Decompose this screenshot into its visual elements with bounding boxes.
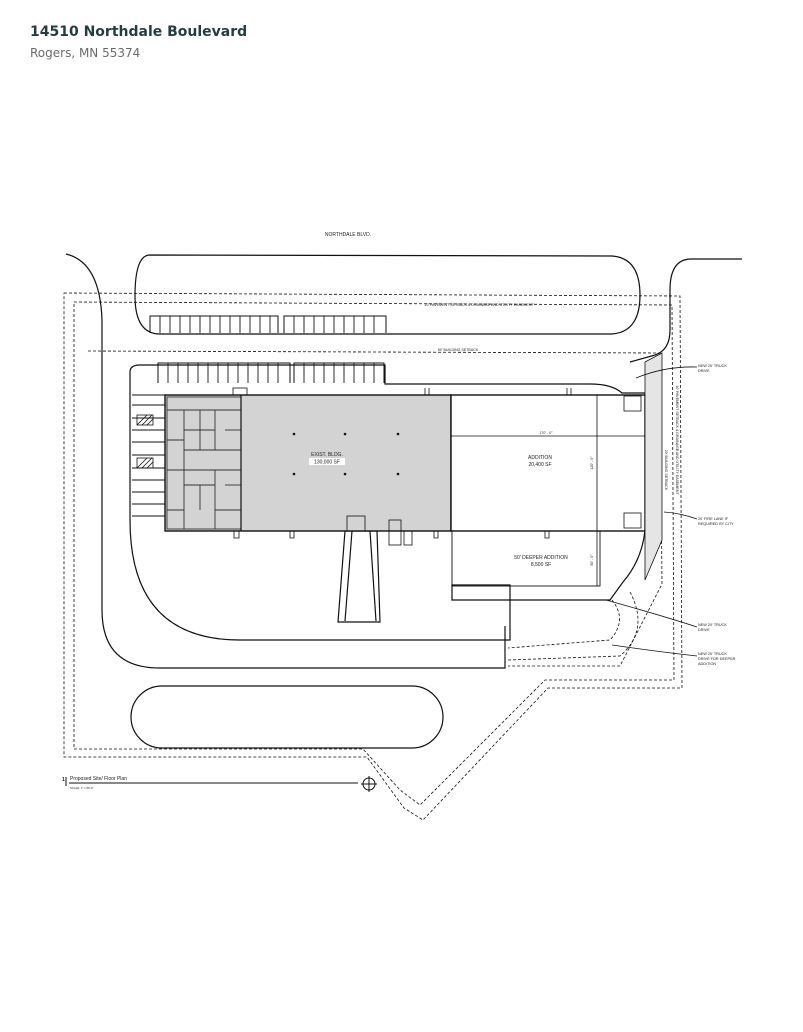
road-curve-left	[65, 253, 506, 669]
callout-fire-lane-2: REQUIRED BY CITY	[698, 522, 734, 526]
accessible-stalls	[136, 414, 154, 469]
title-block	[65, 776, 377, 792]
callout-truck-drive-top: NEW 20' TRUCK	[698, 364, 727, 368]
north-parking-island	[134, 254, 641, 335]
callout-truck-drive-mid-2: DRIVE	[698, 628, 710, 632]
title-block-scale: SCALE: 1" = 80'-0"	[70, 786, 94, 790]
addition-area: 20,400 SF	[528, 462, 551, 468]
dimension-lines	[451, 395, 645, 586]
callout-fire-lane: 20' FIRE LANE IF	[698, 517, 729, 521]
callout-leaders	[605, 366, 698, 657]
addition-label: ADDITION	[528, 455, 552, 461]
dimension-width: 170' - 0"	[539, 431, 553, 435]
easement-line-inner	[73, 301, 675, 806]
easement-label: 10' PAVEMENT SETBACK & DRAINAGE AND UTIL…	[424, 303, 534, 307]
fire-lane	[644, 352, 663, 581]
deeper-addition	[451, 530, 601, 587]
callout-truck-drive-top-2: DRIVE	[698, 369, 710, 373]
existing-bldg-area: 130,000 SF	[314, 460, 340, 466]
dimension-depth: 120' - 0"	[590, 456, 594, 470]
side-setback-label: 20' BUILDING SETBACK	[664, 450, 668, 491]
column-dots	[292, 432, 400, 476]
callout-truck-drive-deeper: NEW 20' TRUCK	[698, 652, 727, 656]
existing-building	[164, 394, 452, 532]
south-parking-island	[130, 685, 444, 749]
addition-building	[450, 394, 646, 532]
street-label: NORTHDALE BLVD.	[325, 232, 371, 238]
road-curve-right	[629, 258, 742, 363]
existing-bldg-label: EXIST. BLDG.	[311, 452, 343, 458]
callout-truck-drive-deeper-3: ADDITION	[698, 662, 716, 666]
building-setback-label: 50' BUILDING SETBACK	[438, 348, 479, 352]
parking-stalls-north	[149, 315, 387, 383]
truck-drive-dashed	[507, 591, 639, 661]
building-setback-line	[87, 350, 663, 667]
dimension-deeper: 50' - 0"	[590, 554, 594, 566]
deeper-addition-area: 8,500 SF	[531, 562, 551, 568]
callout-truck-drive-mid: NEW 20' TRUCK	[698, 623, 727, 627]
page-subtitle: Rogers, MN 55374	[30, 46, 141, 60]
side-easement-label: 10' PAVEMENT SETBACK & DRAINAGE AND UTIL…	[675, 385, 679, 495]
easement-line-outer	[63, 292, 683, 821]
title-block-name: Proposed Site/ Floor Plan	[70, 776, 127, 782]
page-title: 14510 Northdale Boulevard	[30, 24, 248, 40]
deeper-addition-label: 50' DEEPER ADDITION	[514, 555, 568, 561]
parking-stall-lines	[159, 316, 375, 383]
truck-ramp	[337, 530, 381, 623]
dock-doors	[232, 387, 642, 546]
callout-truck-drive-deeper-2: DRIVE FOR DEEPER	[698, 657, 736, 661]
parking-stalls-west	[132, 394, 165, 517]
site-outline	[129, 364, 646, 641]
title-block-number: 1	[62, 777, 65, 783]
